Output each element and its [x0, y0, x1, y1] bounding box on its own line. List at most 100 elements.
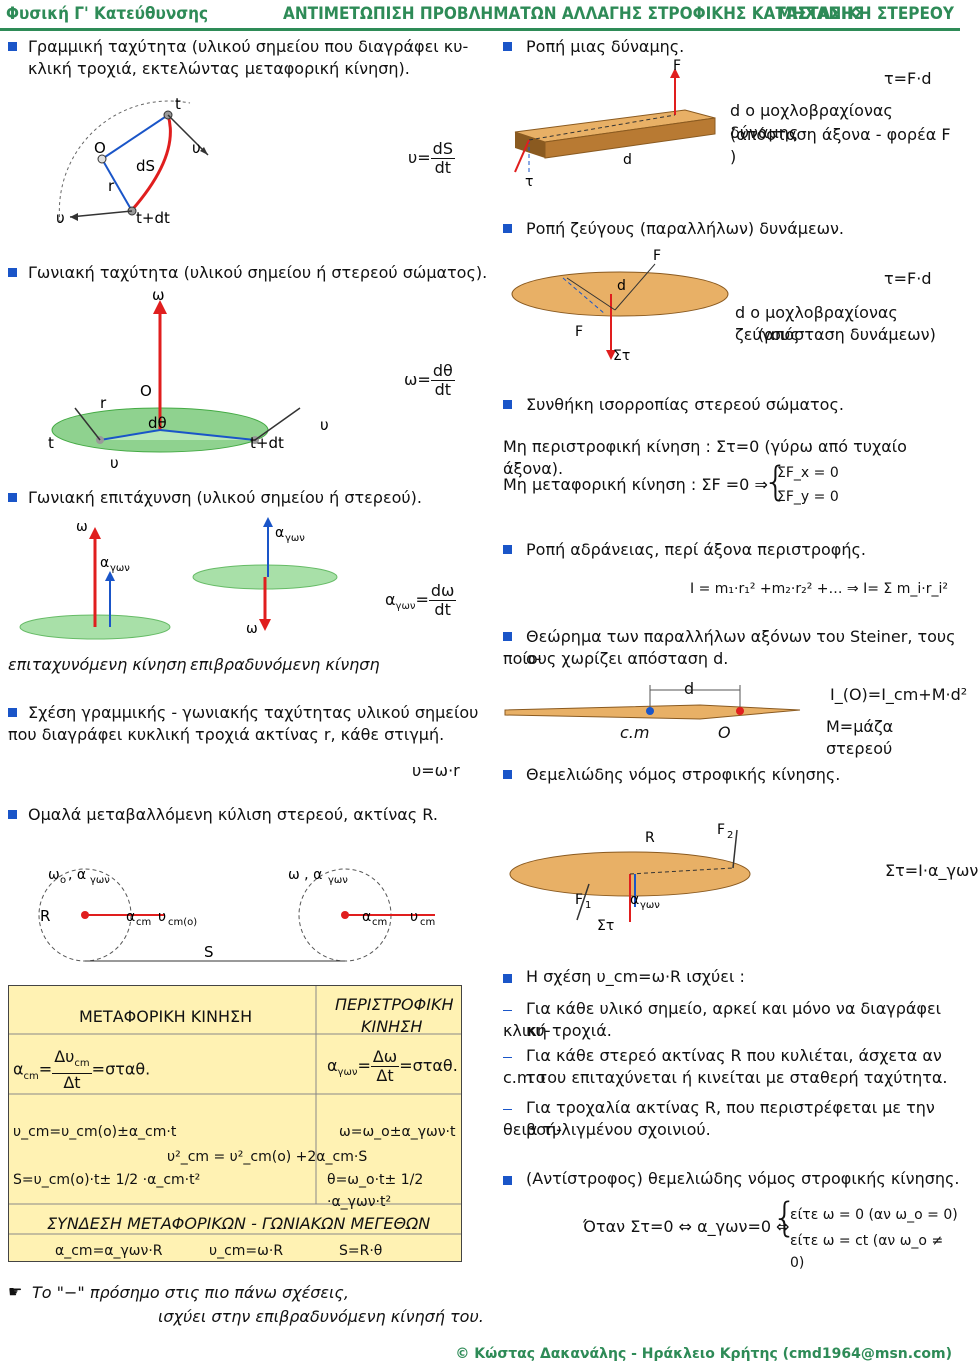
case2-line1: Για κάθε στερεό ακτίνας R που κυλιέται, …: [526, 1046, 942, 1087]
svg-text:υ: υ: [56, 209, 65, 227]
sum-fx: ΣF_x = 0: [777, 465, 839, 481]
svg-text:d: d: [623, 152, 632, 168]
case2-line2: c.m του επιταχύνεται ή κινείται με σταθε…: [503, 1068, 948, 1087]
svg-text:F: F: [653, 248, 661, 264]
svg-text:υ: υ: [110, 454, 119, 472]
header-left: Φυσική Γ' Κατεύθυνσης: [6, 4, 209, 24]
svg-text:γων: γων: [328, 875, 348, 886]
label-O: O: [94, 139, 106, 157]
svg-text:F: F: [575, 892, 583, 908]
inverse-case1: είτε ω = 0 (αν ω_o = 0): [790, 1207, 958, 1223]
svg-text:, α: , α: [68, 867, 86, 883]
bullet-icon: [8, 493, 17, 502]
svg-text:F: F: [575, 324, 583, 340]
svg-text:cm: cm: [136, 917, 151, 928]
inverse-law-title: (Αντίστροφος) θεμελιώδης νόμος στροφικής…: [526, 1169, 960, 1188]
case3-line2: θεια τυλιγμένου σχοινιού.: [503, 1120, 711, 1139]
link-1: α_cm=α_γων·R: [55, 1243, 163, 1259]
svg-text:r: r: [100, 394, 107, 412]
svg-text:O: O: [140, 382, 152, 400]
torque-title: Ροπή μιας δύναμης.: [526, 37, 685, 56]
svg-text:υ: υ: [410, 909, 418, 925]
table-grid: [9, 986, 461, 1235]
svg-text:γων: γων: [640, 900, 660, 911]
svg-text:dθ: dθ: [148, 414, 167, 432]
col-rotational-2: ΚΙΝΗΣΗ: [361, 1017, 423, 1036]
inertia-formula: I = m₁·r₁² +m₂·r₂² +… ⇒ I= Σ m_i·r_i²: [690, 581, 948, 597]
case3-line1: Για τροχαλία ακτίνας R, που περιστρέφετα…: [526, 1098, 935, 1139]
inverse-law-formula: Όταν Στ=0 ⇔ α_γων=0 ⇔: [583, 1217, 790, 1236]
rolling-title: Ομαλά μεταβαλλόμενη κύλιση στερεού, ακτί…: [28, 805, 438, 824]
svg-text:t+dt: t+dt: [136, 209, 170, 227]
equilibrium-line2: Μη μεταφορική κίνηση : ΣF =0 ⇒: [503, 475, 768, 494]
torque-desc2: (απόσταση άξονα - φορέα F ): [730, 125, 951, 166]
steiner-O: O: [718, 723, 731, 742]
couple-title: Ροπή ζεύγους (παραλλήλων) δυνάμεων.: [526, 219, 845, 238]
bullet-icon: [503, 224, 512, 233]
decel-label: επιβραδυνόμενη κίνηση: [190, 655, 380, 674]
v-relation-title: Η σχέση υ_cm=ω·R ισχύει :: [526, 967, 745, 986]
dash-icon: [503, 1057, 512, 1058]
torque-formula: τ=F·d: [884, 69, 932, 88]
angular-accel-title: Γωνιακή επιτάχυνση (υλικού σημείου ή στε…: [28, 488, 422, 507]
formulas-table: ΜΕΤΑΦΟΡΙΚΗ ΚΙΝΗΣΗ ΠΕΡΙΣΤΡΟΦΙΚΗ ΚΙΝΗΣΗ αc…: [8, 985, 462, 1262]
bullet-icon: [8, 708, 17, 717]
svg-text:α: α: [362, 909, 371, 925]
link-3: S=R·θ: [339, 1243, 383, 1259]
steiner-formula: I_(O)=I_cm+M·d²: [830, 685, 968, 704]
svg-text:γων: γων: [110, 563, 130, 574]
couple-desc1: d ο μοχλοβραχίονας ζεύγους: [735, 303, 898, 344]
svg-text:F: F: [717, 822, 725, 838]
link-2: υ_cm=ω·R: [209, 1243, 284, 1259]
svg-text:ω: ω: [152, 286, 165, 304]
rotational-law-title: Θεμελιώδης νόμος στροφικής κίνησης.: [526, 765, 841, 784]
svg-text:ω: ω: [246, 621, 258, 637]
brace-icon: {: [763, 459, 789, 505]
rotational-law-formula: Στ=I·α_γων: [885, 861, 978, 880]
svg-text:υ: υ: [192, 139, 201, 157]
footer-credit: © Κώστας Δακανάλης - Ηράκλειο Κρήτης (cm…: [455, 1346, 952, 1362]
pointing-hand-icon: ☛: [8, 1282, 23, 1301]
svg-text:α: α: [100, 555, 109, 571]
link-header: ΣΥΝΔΕΣΗ ΜΕΤΑΦΟΡΙΚΩΝ - ΓΩΝΙΑΚΩΝ ΜΕΓΕΘΩΝ: [47, 1214, 431, 1233]
inertia-title: Ροπή αδράνειας, περί άξονα περιστροφής.: [526, 540, 866, 559]
svg-text:2: 2: [727, 830, 733, 841]
svg-text:d: d: [617, 278, 626, 294]
svg-text:1: 1: [585, 900, 591, 911]
relation-line1: Σχέση γραμμικής - γωνιακής ταχύτητας υλι…: [28, 703, 479, 722]
bullet-icon: [503, 42, 512, 51]
note-line2: ισχύει στην επιβραδυνόμενη κίνησή του.: [158, 1307, 484, 1326]
bullet-icon: [503, 400, 512, 409]
svg-text:ω , α: ω , α: [288, 867, 322, 883]
svg-text:cm: cm: [420, 917, 435, 928]
bullet-icon: [8, 268, 17, 277]
steiner-desc: M=μάζα στερεού: [826, 717, 894, 758]
circular-motion-diagram: O t dS r υ υ t+dt: [56, 95, 209, 227]
col-translational: ΜΕΤΑΦΟΡΙΚΗ ΚΙΝΗΣΗ: [79, 1007, 253, 1026]
torque-desc1: d ο μοχλοβραχίονας δύναμης: [730, 101, 893, 142]
svg-text:R: R: [645, 830, 655, 846]
case1-line2: κλική τροχιά.: [503, 1021, 612, 1040]
svg-text:α: α: [275, 525, 284, 541]
svg-text:Στ: Στ: [597, 918, 614, 934]
svg-text:α: α: [630, 892, 639, 908]
svg-text:γων: γων: [285, 533, 305, 544]
steiner-diagram: [504, 685, 801, 720]
formula-v-omega-r: υ=ω·r: [412, 761, 460, 780]
bullet-icon: [503, 974, 512, 983]
cell-omega: ω=ω_o±α_γων·t: [339, 1124, 456, 1140]
bullet-icon: [8, 42, 17, 51]
svg-text:t: t: [175, 95, 181, 113]
page-header: Φυσική Γ' Κατεύθυνσης ΑΝΤΙΜΕΤΩΠΙΣΗ ΠΡΟΒΛ…: [0, 0, 960, 30]
sum-fy: ΣF_y = 0: [777, 489, 839, 505]
steiner-cm: c.m: [620, 723, 650, 742]
svg-text:dS: dS: [136, 157, 155, 175]
couple-diagram: F d F Στ: [511, 248, 729, 364]
header-right: ΜΗΧΑΝΙΚΗ ΣΤΕΡΕΟΥ: [776, 4, 954, 24]
